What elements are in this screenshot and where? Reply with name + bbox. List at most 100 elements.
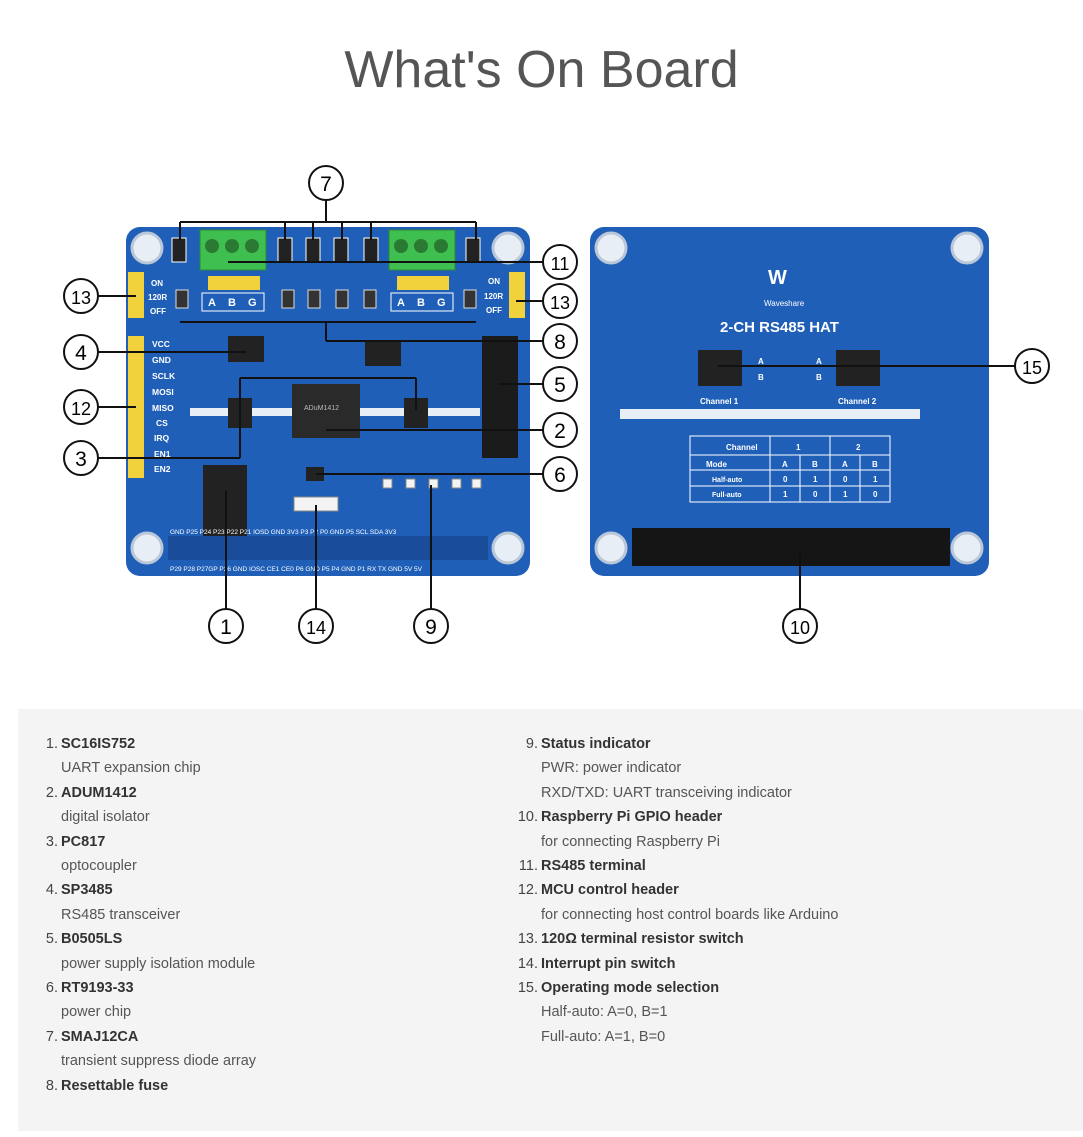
legend-item-title: RS485 terminal <box>541 858 646 875</box>
channel-terminal-labels: A B G A B G <box>201 292 454 312</box>
svg-text:6: 6 <box>554 464 566 487</box>
svg-text:4: 4 <box>75 342 87 365</box>
legend-item-number: 7. <box>45 1028 58 1045</box>
svg-text:13: 13 <box>71 288 91 308</box>
callout-14: 14 <box>298 608 334 644</box>
status-leds <box>382 478 482 489</box>
legend-item-description: RXD/TXD: UART transceiving indicator <box>541 784 792 801</box>
svg-text:2: 2 <box>856 443 861 452</box>
svg-text:ON: ON <box>488 277 500 286</box>
legend-item-number: 4. <box>45 882 58 899</box>
legend-item-title: Resettable fuse <box>61 1077 169 1094</box>
svg-text:13: 13 <box>550 293 570 313</box>
fuses <box>175 289 477 309</box>
svg-text:A: A <box>758 357 764 366</box>
svg-text:A: A <box>397 297 405 309</box>
svg-text:0: 0 <box>843 475 848 484</box>
dip-switch-2 <box>836 350 880 386</box>
callout-10: 10 <box>782 608 818 644</box>
svg-text:2: 2 <box>554 420 566 443</box>
terminal-switch-right <box>509 272 525 318</box>
legend-item-description: RS485 transceiver <box>61 906 181 923</box>
svg-text:B: B <box>758 373 764 382</box>
legend-item-number: 8. <box>45 1077 58 1094</box>
legend-item-description: power supply isolation module <box>61 955 256 972</box>
legend-item-title: B0505LS <box>61 931 123 948</box>
svg-text:SCLK: SCLK <box>152 371 176 381</box>
mcu-header-labels: VCC GND SCLK MOSI MISO CS IRQ EN1 EN2 <box>152 339 176 474</box>
legend-item-description: digital isolator <box>61 809 150 826</box>
svg-text:0: 0 <box>783 475 788 484</box>
svg-text:G: G <box>437 297 446 309</box>
svg-text:OFF: OFF <box>486 306 502 315</box>
dip-labels: A B A B <box>758 357 822 382</box>
legend-item-description: transient suppress diode array <box>61 1053 257 1070</box>
callout-3: 3 <box>63 440 99 476</box>
svg-text:MOSI: MOSI <box>152 387 174 397</box>
svg-text:Full-auto: Full-auto <box>712 492 742 499</box>
switch-labels-right: ON 120R OFF <box>484 277 503 315</box>
svg-text:B: B <box>872 460 878 469</box>
svg-text:8: 8 <box>554 331 566 354</box>
legend-item: 7.SMAJ12CA transient suppress diode array <box>42 1025 482 1074</box>
legend-item-title: 120Ω terminal resistor switch <box>541 931 744 948</box>
dip-switch-1 <box>698 350 742 386</box>
bottom-pin-labels-top: GND P25 P24 P23 P22 P21 IOSD GND 3V3 P3 … <box>170 529 397 536</box>
svg-text:9: 9 <box>425 616 437 639</box>
svg-text:Half-auto: Half-auto <box>712 477 742 484</box>
svg-text:MISO: MISO <box>152 403 174 413</box>
svg-text:10: 10 <box>790 618 810 638</box>
legend-item-number: 6. <box>45 980 58 997</box>
transceiver-2 <box>365 340 401 366</box>
svg-text:A: A <box>782 460 788 469</box>
svg-text:A: A <box>816 357 822 366</box>
callout-7: 7 <box>308 165 344 201</box>
legend-item-title: PC817 <box>61 833 106 850</box>
svg-text:ON: ON <box>151 279 163 288</box>
svg-text:A: A <box>208 297 216 309</box>
legend-item-number: 1. <box>45 736 58 752</box>
legend-item: 14.Interrupt pin switch <box>518 952 1062 976</box>
callout-11: 11 <box>542 244 578 280</box>
legend-item-description: optocoupler <box>61 858 137 875</box>
legend-item-title: SC16IS752 <box>61 736 136 752</box>
svg-text:IRQ: IRQ <box>154 433 170 443</box>
transceiver-1 <box>228 336 264 362</box>
legend-item-description: Half-auto: A=0, B=1 <box>541 1004 668 1021</box>
legend-item-title: SMAJ12CA <box>61 1028 139 1045</box>
svg-text:1: 1 <box>796 443 801 452</box>
raspberry-pi-gpio-header <box>632 528 950 566</box>
svg-text:EN1: EN1 <box>154 449 171 459</box>
svg-text:OFF: OFF <box>150 307 166 316</box>
back-pcb <box>590 227 989 576</box>
board-back: W Waveshare 2-CH RS485 HAT A B A B Chann… <box>590 227 989 576</box>
legend-item-number: 5. <box>45 931 58 948</box>
legend-item: 13.120Ω terminal resistor switch <box>518 927 1062 951</box>
svg-text:1: 1 <box>813 475 818 484</box>
svg-text:120R: 120R <box>484 292 503 301</box>
callout-13-right: 13 <box>542 283 578 319</box>
svg-text:3: 3 <box>75 448 87 471</box>
svg-text:14: 14 <box>306 618 326 638</box>
callouts: 7 11 13 13 8 4 5 12 2 3 6 1 14 9 10 15 <box>63 165 1050 644</box>
callout-5: 5 <box>542 366 578 402</box>
legend-item-title: SP3485 <box>61 882 113 899</box>
board-model: 2-CH RS485 HAT <box>720 319 839 336</box>
legend-item-title: MCU control header <box>541 882 679 899</box>
callout-4: 4 <box>63 334 99 370</box>
legend-item-number: 10. <box>517 809 538 826</box>
bottom-pin-labels-bottom: P29 P28 P27GP P26 GND IOSC CE1 CE0 P6 GN… <box>170 566 423 573</box>
svg-text:1: 1 <box>873 475 878 484</box>
legend-item-title: Interrupt pin switch <box>541 955 676 972</box>
svg-text:G: G <box>248 297 257 309</box>
svg-text:A: A <box>842 460 848 469</box>
legend-item-number: 2. <box>45 784 58 801</box>
svg-text:B: B <box>228 297 236 309</box>
svg-text:12: 12 <box>71 399 91 419</box>
